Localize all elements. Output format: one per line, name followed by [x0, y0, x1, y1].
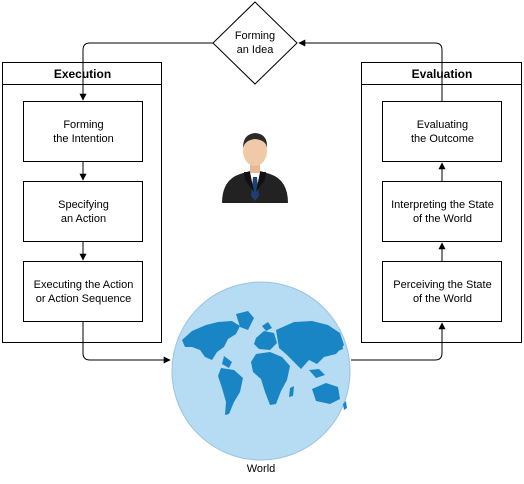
evaluating-outcome-label: Evaluating the Outcome: [411, 119, 474, 145]
evaluation-title: Evaluation: [411, 66, 473, 81]
executing-action-label: Executing the Action or Action Sequence: [33, 279, 134, 305]
idea-to-execution-arrow: [79, 42, 213, 101]
forming-idea-label: Forming an Idea: [234, 30, 276, 56]
perceiving-state-label: Perceiving the State of the World: [393, 279, 492, 305]
interpreting-state-label: Interpreting the State of the World: [391, 199, 494, 225]
interpreting-state-box: [382, 181, 502, 242]
executing-to-world-arrow: [82, 321, 171, 364]
specifying-action-label: Specifying an Action: [58, 199, 109, 225]
businessman-icon: [222, 133, 288, 203]
execution-title: Execution: [53, 66, 112, 81]
evaluating-outcome-box: [382, 101, 502, 162]
world-label: World: [246, 463, 276, 475]
forming-idea-diamond: [212, 1, 298, 85]
world-to-perceiving-arrow: [351, 322, 446, 361]
evaluation-to-idea-arrow: [298, 39, 443, 102]
world-map-globe-icon: [171, 281, 351, 461]
forming-intention-label: Forming the Intention: [53, 119, 114, 145]
